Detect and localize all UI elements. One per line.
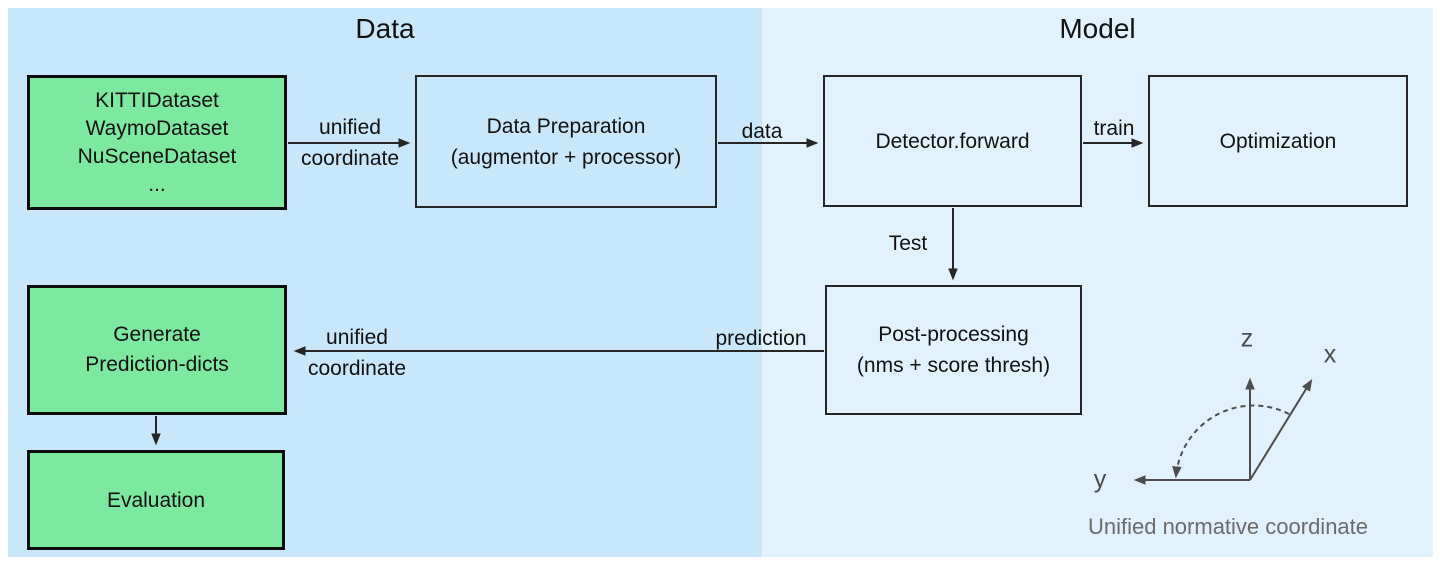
post-processing-box-line: (nms + score thresh)	[856, 354, 1051, 377]
generate-prediction-dicts-box-line: Generate	[113, 323, 201, 346]
evaluation-box-line: Evaluation	[106, 488, 206, 512]
model-section-title: Model	[1059, 13, 1136, 44]
coordinate-diagram-caption: Unified normative coordinate	[1087, 514, 1369, 539]
evaluation-box: Evaluation	[27, 450, 285, 550]
unified-coordinate-label-bottom-line: unified	[326, 326, 388, 349]
detector-forward-box: Detector.forward	[823, 75, 1082, 207]
detector-forward-box-line: Detector.forward	[875, 129, 1030, 153]
datasets-box-line: WaymoDataset	[85, 116, 229, 140]
data-preparation-box-line: (augmentor + processor)	[450, 145, 682, 169]
data-preparation-box: Data Preparation (augmentor + processor)	[415, 75, 717, 208]
y-axis-label: y	[1093, 465, 1107, 494]
datasets-box-line: ...	[148, 172, 166, 196]
optimization-box: Optimization	[1148, 75, 1408, 207]
unified-coordinate-label-top-line: coordinate	[300, 147, 400, 170]
model-panel-background	[762, 8, 1433, 557]
z-axis-label: z	[1240, 324, 1254, 353]
data-preparation-box-line: Data Preparation	[486, 114, 646, 138]
unified-coordinate-label-bottom: unified coordinate	[308, 322, 406, 384]
generate-prediction-dicts-box-line: Prediction-dicts	[85, 353, 229, 376]
train-edge-label: train	[1093, 117, 1135, 140]
datasets-box: KITTIDataset WaymoDataset NuSceneDataset…	[27, 75, 287, 210]
optimization-box-line: Optimization	[1219, 129, 1337, 153]
x-axis-label: x	[1323, 340, 1337, 369]
datasets-box-line: NuSceneDataset	[77, 144, 237, 168]
data-edge-label: data	[741, 120, 783, 143]
unified-coordinate-label-bottom-line: coordinate	[307, 357, 407, 380]
post-processing-box-line: Post-processing	[878, 323, 1029, 346]
datasets-box-line: KITTIDataset	[95, 88, 219, 112]
test-edge-label: Test	[888, 232, 928, 255]
generate-prediction-dicts-box: Generate Prediction-dicts	[27, 285, 287, 415]
unified-coordinate-label-top-line: unified	[319, 116, 381, 139]
prediction-edge-label: prediction	[715, 327, 807, 350]
post-processing-box: Post-processing (nms + score thresh)	[825, 285, 1082, 415]
unified-coordinate-label-top: unified coordinate	[301, 112, 399, 174]
data-section-title: Data	[355, 13, 415, 44]
